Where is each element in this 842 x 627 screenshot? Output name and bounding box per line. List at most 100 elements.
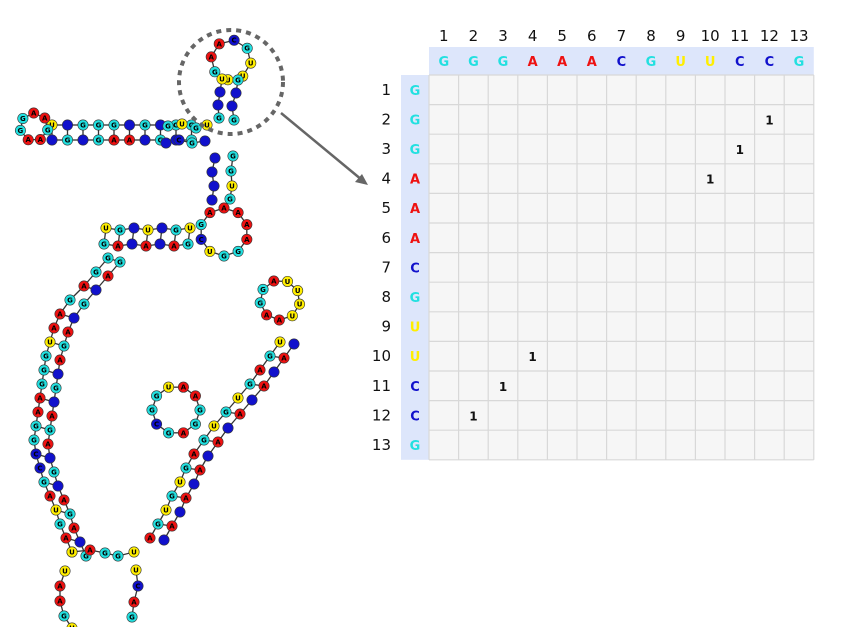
- matrix-column-base: A: [557, 55, 567, 70]
- nucleotide-letter: G: [80, 122, 86, 130]
- nucleotide-dot: [93, 119, 105, 131]
- nucleotide-dot: [108, 119, 120, 131]
- matrix-column-base: G: [498, 55, 509, 70]
- nucleotide-dot: [30, 420, 42, 432]
- nucleotide-letter: G: [93, 269, 99, 277]
- nucleotide-dot: [225, 165, 237, 177]
- nucleotide-dot: [213, 38, 225, 50]
- nucleotide-letter: A: [127, 137, 133, 145]
- nucleotide-dot: [209, 152, 221, 164]
- nucleotide-node: G: [58, 610, 70, 622]
- nucleotide-letter: A: [209, 53, 215, 61]
- matrix-column-base: G: [468, 55, 479, 70]
- nucleotide-dot: [28, 107, 40, 119]
- nucleotide-dot: [232, 207, 244, 219]
- nucleotide-letter: G: [197, 407, 203, 415]
- nucleotide-letter: G: [230, 153, 236, 161]
- nucleotide-letter: G: [193, 421, 199, 429]
- matrix-column-base: A: [587, 55, 597, 70]
- nucleotide-node: G: [224, 193, 236, 205]
- nucleotide-dot: [17, 113, 29, 125]
- nucleotide-node: A: [46, 410, 58, 422]
- nucleotide-node: U: [130, 564, 142, 576]
- nucleotide-dot: [294, 298, 306, 310]
- nucleotide-letter: A: [181, 429, 187, 437]
- nucleotide-dot: [254, 297, 266, 309]
- matrix-column-base: G: [646, 55, 657, 70]
- nucleotide-letter: A: [183, 495, 189, 503]
- nucleotide-letter: G: [39, 381, 45, 389]
- nucleotide-node: U: [100, 222, 112, 234]
- nucleotide-node: [48, 396, 60, 408]
- nucleotide-dot: [32, 406, 44, 418]
- matrix-pair-value: 1: [469, 409, 477, 423]
- nucleotide-dot: [144, 532, 156, 544]
- nucleotide-node: C: [34, 462, 46, 474]
- nucleotide-dot: [180, 462, 192, 474]
- nucleotide-node: G: [241, 42, 253, 54]
- nucleotide-letter: A: [215, 439, 221, 447]
- nucleotide-node: A: [241, 219, 253, 231]
- nucleotide-dot: [102, 252, 114, 264]
- matrix-row-base: G: [410, 291, 421, 306]
- nucleotide-dot: [224, 193, 236, 205]
- nucleotide-node: G: [227, 150, 239, 162]
- nucleotide-node: G: [114, 224, 126, 236]
- nucleotide-letter: G: [227, 196, 233, 204]
- nucleotide-dot: [184, 222, 196, 234]
- nucleotide-dot: [204, 245, 216, 257]
- nucleotide-letter: G: [115, 553, 121, 561]
- nucleotide-dot: [142, 224, 154, 236]
- nucleotide-dot: [281, 275, 293, 287]
- matrix-column-base: U: [705, 55, 716, 70]
- nucleotide-node: A: [54, 354, 66, 366]
- nucleotide-node: [208, 180, 220, 192]
- nucleotide-node: G: [152, 518, 164, 530]
- nucleotide-dot: [44, 336, 56, 348]
- matrix-column-index: 4: [528, 27, 538, 45]
- nucleotide-dot: [177, 427, 189, 439]
- nucleotide-node: G: [38, 364, 50, 376]
- nucleotide-dot: [44, 452, 56, 464]
- nucleotide-node: [128, 222, 140, 234]
- nucleotide-letter: G: [149, 407, 155, 415]
- nucleotide-node: G: [102, 252, 114, 264]
- nucleotide-node: A: [84, 544, 96, 556]
- nucleotide-dot: [218, 250, 230, 262]
- nucleotide-letter: A: [87, 547, 93, 555]
- matrix-row-base: C: [410, 380, 420, 395]
- nucleotide-node: A: [102, 270, 114, 282]
- nucleotide-letter: G: [129, 614, 135, 622]
- nucleotide-node: A: [204, 207, 216, 219]
- nucleotide-node: G: [228, 114, 240, 126]
- nucleotide-letter: A: [281, 355, 287, 363]
- matrix-row-base: C: [410, 409, 420, 424]
- nucleotide-node: [61, 119, 73, 131]
- nucleotide-letter: A: [35, 409, 41, 417]
- nucleotide-dot: [124, 134, 136, 146]
- nucleotide-dot: [274, 336, 286, 348]
- nucleotide-letter: U: [62, 568, 68, 576]
- nucleotide-node: [154, 238, 166, 250]
- nucleotide-letter: U: [69, 625, 75, 627]
- nucleotide-dot: [126, 238, 138, 250]
- matrix-row-base: G: [410, 113, 421, 128]
- nucleotide-letter: G: [18, 127, 24, 135]
- nucleotide-dot: [208, 180, 220, 192]
- nucleotide-node: G: [17, 113, 29, 125]
- nucleotide-dot: [114, 224, 126, 236]
- nucleotide-node: U: [66, 622, 78, 627]
- nucleotide-dot: [156, 222, 168, 234]
- nucleotide-letter: G: [201, 437, 207, 445]
- nucleotide-node: A: [273, 314, 285, 326]
- nucleotide-letter: G: [228, 168, 234, 176]
- nucleotide-node: G: [232, 245, 244, 257]
- nucleotide-dot: [160, 504, 172, 516]
- nucleotide-dot: [232, 245, 244, 257]
- nucleotide-node: A: [166, 520, 178, 532]
- nucleotide-dot: [98, 238, 110, 250]
- nucleotide-letter: A: [38, 136, 44, 144]
- nucleotide-letter: G: [216, 115, 222, 123]
- nucleotide-letter: A: [193, 392, 199, 400]
